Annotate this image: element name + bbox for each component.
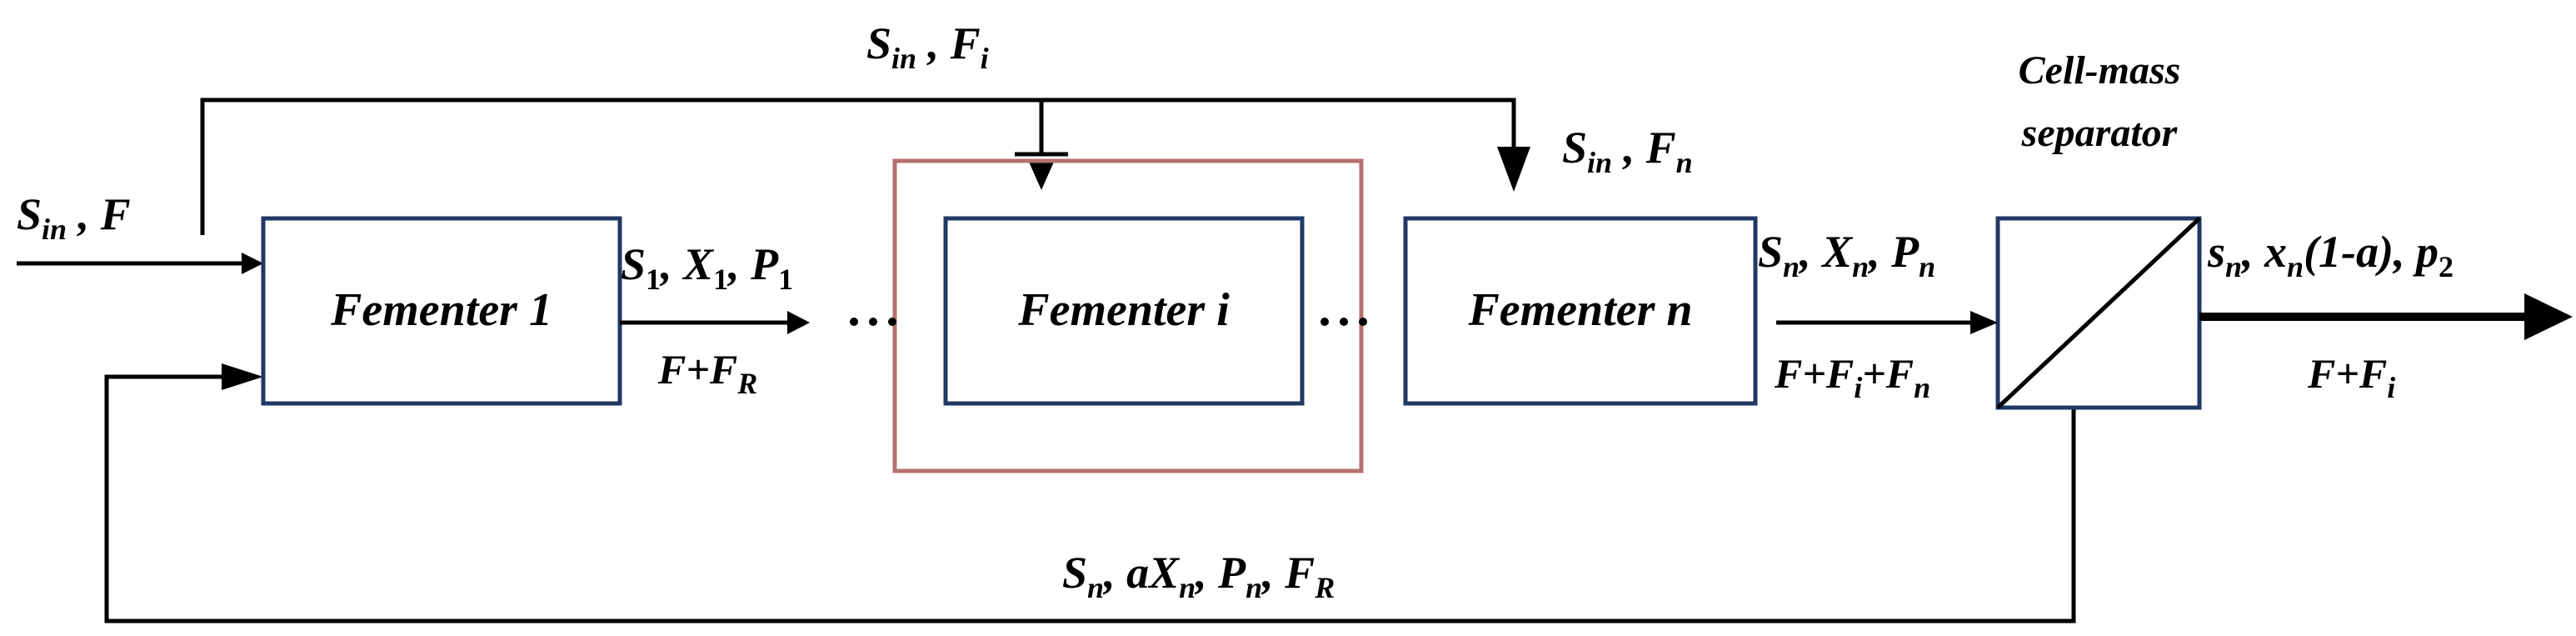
fermenter-1-label: Fementer 1 (330, 284, 552, 336)
product-arrow (2524, 293, 2573, 340)
ellipsis-left (850, 318, 896, 326)
fermenter-n-label: Fementer n (1467, 284, 1692, 336)
top-feed-label: Sin , Fi (866, 18, 989, 75)
stream-n-arrow (1970, 311, 1998, 334)
stream-1-label: S1, X1, P1 (621, 239, 793, 296)
recycle-line (104, 374, 2076, 623)
separator-title-2: separator (2021, 111, 2179, 155)
fermenter-i-box (943, 216, 1305, 406)
recycle-label: Sn, aXn, Pn, FR (1062, 548, 1335, 604)
product-label: sn, xn(1-a), p2 (2207, 227, 2454, 283)
highlight-frame (892, 158, 1364, 473)
bypass-feed-line (200, 98, 1516, 235)
ellipsis-right (1320, 318, 1367, 326)
separator-membrane (1996, 217, 2201, 409)
fermenter-1-box (261, 216, 622, 406)
arrow-to-fermenter-n (1497, 147, 1530, 192)
fermenter-n-box (1403, 216, 1758, 406)
product-flow-label: F+Fi (2307, 350, 2395, 404)
recycle-arrow (222, 363, 263, 390)
stream-1-flow-label: F+FR (657, 346, 757, 400)
separator-title-1: Cell-mass (2019, 48, 2181, 93)
stream-1-arrow (787, 311, 810, 334)
stream-n-label: Sn, Xn, Pn (1758, 227, 1935, 283)
inlet-label: Sin , F (17, 189, 131, 246)
stream-n-flow-label: F+Fi+Fn (1774, 350, 1930, 404)
arrow-to-fermenter-i (1028, 160, 1055, 190)
inlet-arrow (242, 253, 263, 274)
fermenter-i-label: Fementer i (1017, 284, 1230, 336)
feed-n-label: Sin , Fn (1562, 123, 1693, 179)
